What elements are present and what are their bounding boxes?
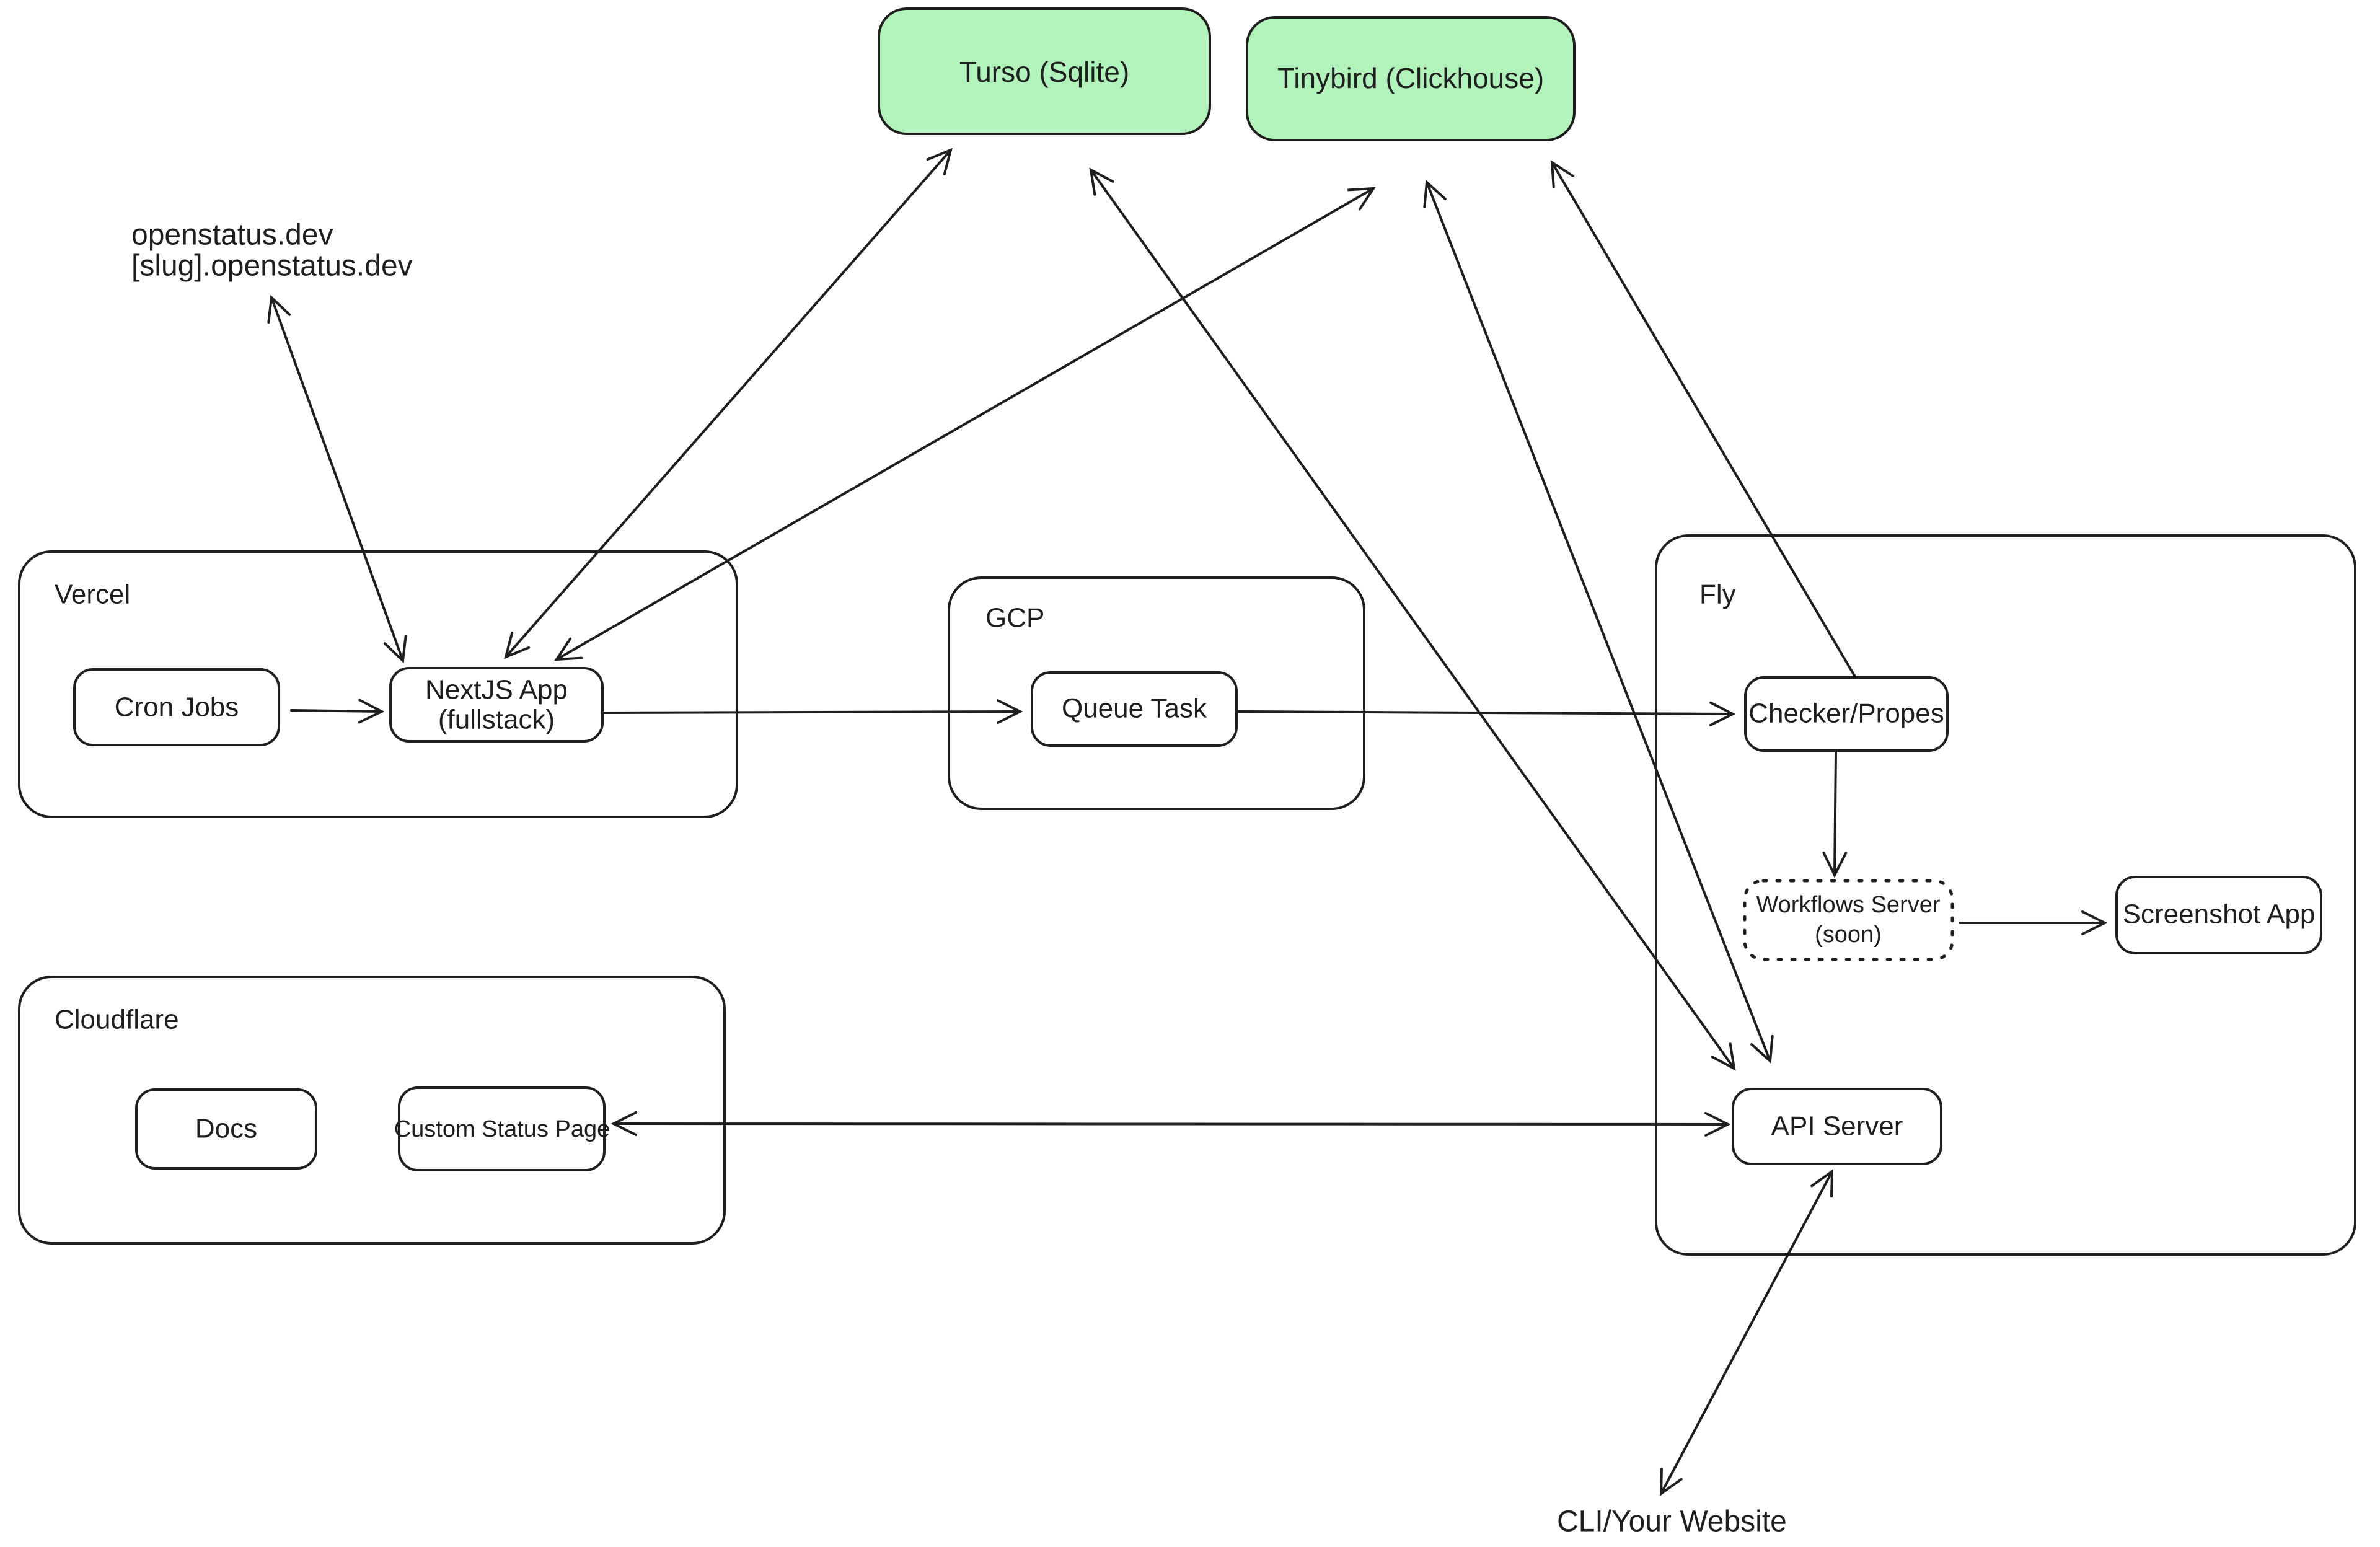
- container-fly: Fly Checker/Propes Workflows Server (soo…: [1655, 534, 2356, 1256]
- docs-box: [135, 1088, 317, 1170]
- container-vercel: Vercel Cron Jobs NextJS App (fullstack): [18, 550, 738, 818]
- node-docs: Docs: [135, 1088, 317, 1170]
- checker-propes-label: Checker/Propes: [1748, 699, 1944, 729]
- nextjs-app-box: [389, 667, 604, 743]
- gcp-label: GCP: [985, 603, 1044, 633]
- edge-nextjs-to-tinybird: [557, 188, 1373, 659]
- node-turso: Turso (Sqlite): [878, 7, 1211, 135]
- screenshot-app-label: Screenshot App: [2123, 899, 2316, 930]
- node-tinybird: Tinybird (Clickhouse): [1246, 16, 1576, 141]
- workflows-server-label-line1: Workflows Server: [1756, 892, 1940, 918]
- cron-jobs-box: [73, 668, 280, 746]
- tinybird-box: [1246, 16, 1576, 141]
- edge-nextjs-to-domains: [271, 298, 403, 661]
- vercel-label: Vercel: [55, 580, 130, 610]
- custom-status-page-box: [398, 1086, 606, 1171]
- edge-checker-to-workflows: [1835, 751, 1836, 875]
- api-server-label: API Server: [1771, 1111, 1903, 1142]
- api-server-box: [1732, 1088, 1942, 1165]
- fly-box: [1655, 534, 2356, 1256]
- screenshot-app-box: [2115, 876, 2322, 954]
- edges: [271, 150, 2105, 1494]
- node-queue-task: Queue Task: [1031, 671, 1238, 747]
- node-api-server: API Server: [1732, 1088, 1942, 1165]
- turso-label: Turso (Sqlite): [959, 56, 1129, 88]
- container-cloudflare: Cloudflare Docs Custom Status Page: [18, 976, 726, 1245]
- turso-box: [878, 7, 1211, 135]
- cloudflare-box: [18, 976, 726, 1245]
- annotation-openstatus-domains: openstatus.dev [slug].openstatus.dev: [131, 219, 413, 283]
- domains-line2: [slug].openstatus.dev: [131, 250, 413, 283]
- checker-propes-box: [1744, 676, 1949, 752]
- workflows-server-box: [1743, 879, 1954, 961]
- nextjs-app-label-line2: (fullstack): [438, 705, 555, 735]
- node-nextjs-app: NextJS App (fullstack): [389, 667, 604, 743]
- edge-nextjs-to-queue-task: [602, 712, 1020, 713]
- edge-turso-to-api-server: [1091, 170, 1734, 1069]
- node-custom-status-page: Custom Status Page: [394, 1086, 610, 1171]
- edge-tinybird-to-api-server: [1427, 182, 1770, 1061]
- cloudflare-label: Cloudflare: [55, 1005, 179, 1035]
- edge-checker-to-tinybird: [1552, 162, 1856, 677]
- nextjs-app-label-line1: NextJS App: [425, 675, 568, 705]
- cron-jobs-label: Cron Jobs: [115, 692, 239, 723]
- node-screenshot-app: Screenshot App: [2115, 876, 2322, 954]
- edge-api-server-to-cli: [1661, 1171, 1832, 1494]
- queue-task-box: [1031, 671, 1238, 747]
- workflows-server-label-line2: (soon): [1815, 922, 1882, 948]
- domains-line1: openstatus.dev: [131, 219, 333, 252]
- node-checker-propes: Checker/Propes: [1744, 676, 1949, 752]
- node-workflows-server: Workflows Server (soon): [1743, 879, 1954, 961]
- container-gcp: GCP Queue Task: [948, 576, 1365, 810]
- edge-cron-jobs-to-nextjs: [290, 710, 382, 712]
- node-cron-jobs: Cron Jobs: [73, 668, 280, 746]
- edge-queue-task-to-checker: [1236, 712, 1733, 714]
- custom-status-page-label: Custom Status Page: [394, 1116, 610, 1142]
- docs-label: Docs: [195, 1114, 257, 1144]
- edge-nextjs-to-turso: [506, 150, 951, 657]
- vercel-box: [18, 550, 738, 818]
- tinybird-label: Tinybird (Clickhouse): [1277, 62, 1544, 94]
- gcp-box: [948, 576, 1365, 810]
- queue-task-label: Queue Task: [1062, 694, 1207, 724]
- fly-label: Fly: [1699, 580, 1736, 610]
- annotation-cli-your-website: CLI/Your Website: [1557, 1505, 1787, 1538]
